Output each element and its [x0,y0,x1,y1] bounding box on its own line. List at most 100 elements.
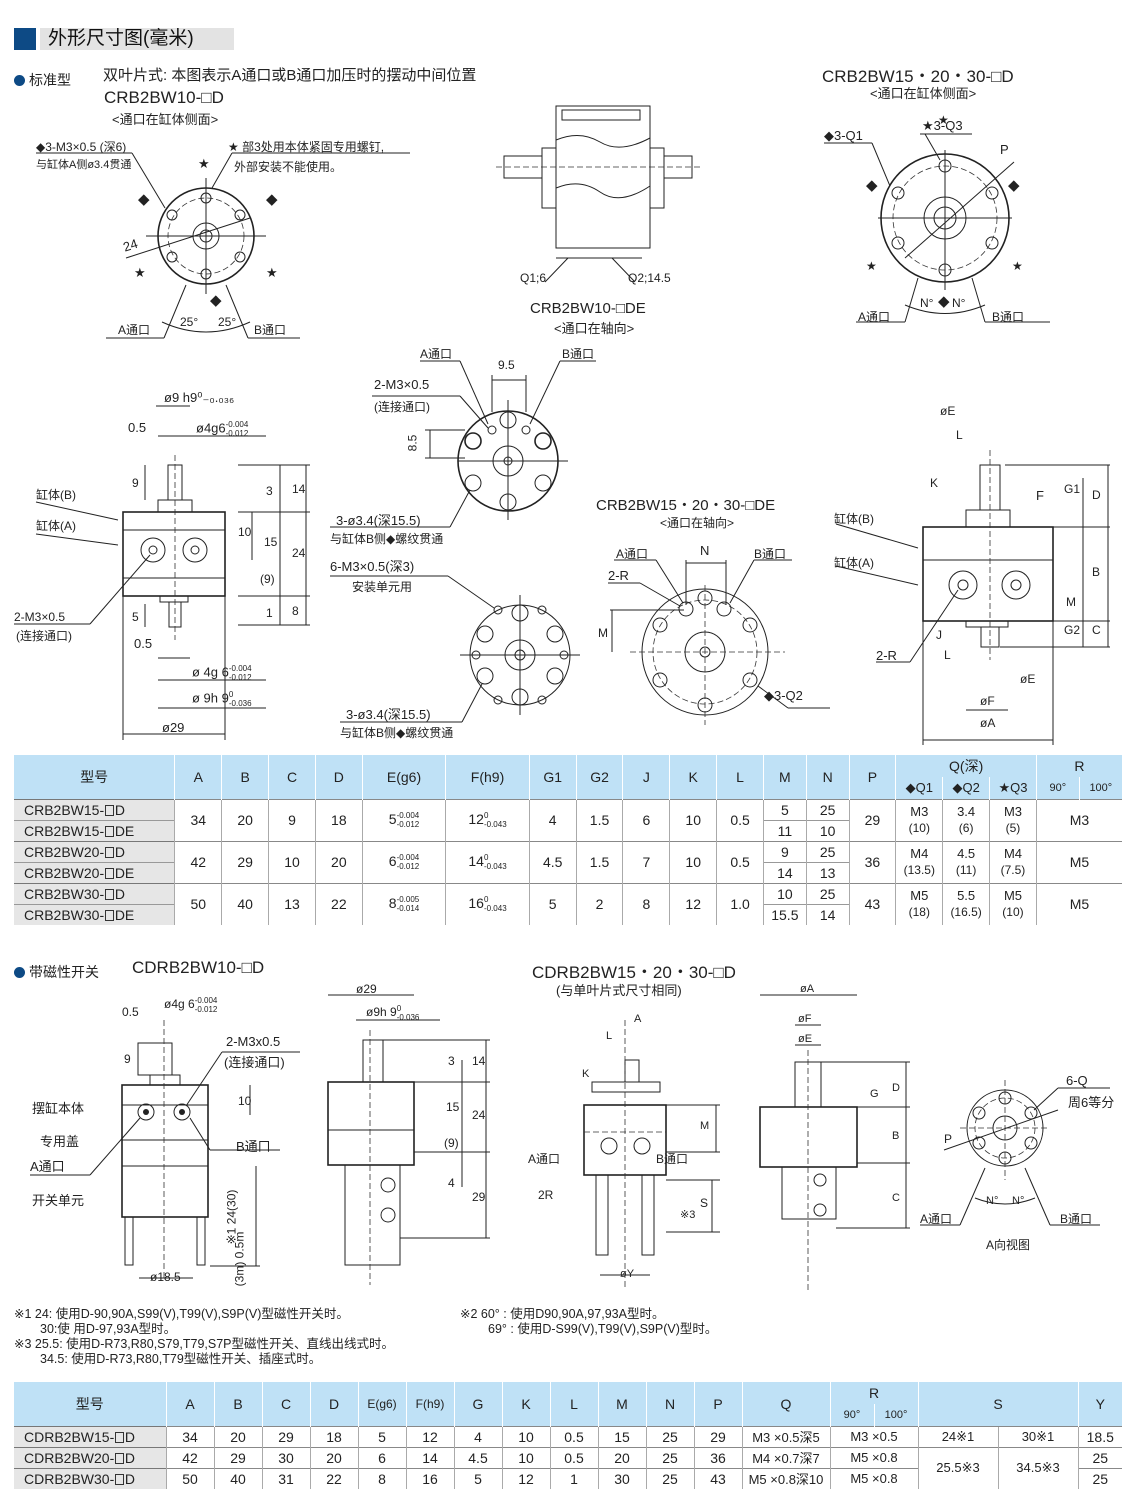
dim-k: K [582,1068,590,1080]
dim-l2: L [944,648,951,662]
cell-q1-size: M4 [910,846,929,861]
col-model: 型号 [14,755,175,799]
cell-g1: 4 [528,798,577,841]
tol-lower: -0.012 [228,673,252,682]
cell-g1: 5 [528,882,577,925]
cell-k: 12 [501,1467,550,1489]
col-r90: 90° [1035,777,1080,799]
dim-a: A [634,1013,642,1025]
placeholder-box-icon [105,846,114,858]
cell-q3-depth: (5) [1005,821,1021,835]
dim-15: 15 [446,1100,460,1114]
cell-q2: 5.5(16.5) [942,882,990,925]
svg-text:N°: N° [952,296,966,310]
q1-label: ◆3-Q1 [824,128,863,143]
cell-q2: 4.5(11) [942,840,990,883]
mag-port-a: A通口 [30,1159,65,1174]
cell-q2-depth: (6) [958,821,974,835]
m10de-title: CRB2BW10-□DE [530,300,646,317]
col-f: F(h9) [445,755,530,799]
svg-text:25°: 25° [218,315,236,329]
mag-port-2: (连接通口) [224,1055,285,1070]
dim-b05: 0.5 [134,636,153,651]
cell-c: 13 [268,882,316,925]
cell-g: 4.5 [453,1446,502,1468]
model-cell: CRB2BW30-DE [14,903,175,925]
mag-15-front [583,1020,720,1290]
dim-b9h-text: ø 9h 9 [192,690,229,706]
cell-l: 0.5 [549,1425,598,1447]
dim-d: D [1092,488,1101,502]
dim-24: 24 [292,546,306,560]
cell-y: 25 [1077,1467,1122,1489]
cell-g1: 4.5 [528,840,577,883]
tol-upper: -0.004 [396,811,420,821]
cell-a: 50 [165,1467,214,1489]
tol-upper: -0.005 [396,895,420,905]
bullet-icon [14,966,25,978]
view-label: A向视图 [986,1238,1031,1252]
tol-upper: -0.004 [225,420,249,429]
dim-1: 1 [266,606,273,620]
cell-e: 8 [357,1467,406,1489]
cell-c: 31 [261,1467,310,1489]
m10de-subtitle: <通口在轴向> [554,321,635,336]
footnotes-2: ※2 60° : 使用D90,90A,97,93A型时。 69° : 使用D-S… [460,1307,717,1337]
label-2r: 2R [538,1188,554,1202]
cell-d: 20 [314,840,363,883]
cell-n: 25 [645,1467,694,1489]
bullet-icon [14,74,25,86]
svg-text:24: 24 [121,236,139,255]
cell-s1: 24※1 [917,1425,998,1447]
m15de-subtitle: <通口在轴向> [660,516,735,530]
cell-b: 29 [213,1446,262,1468]
cell-y: 18.5 [1077,1425,1122,1447]
svg-text:★: ★ [266,265,278,280]
tol-upper: 0 [483,853,489,863]
cell-g: 4 [453,1425,502,1447]
dim-d4g-text: ø4g 6 [164,997,195,1012]
mag15-subtitle: (与单叶片式尺寸相同) [556,983,682,998]
tol-lower: -0.012 [225,429,249,438]
cell-q2-size: 3.4 [957,804,976,819]
cell-n: 25 [805,840,850,862]
cell-m: 20 [597,1446,646,1468]
q2-label: ◆3-Q2 [764,688,803,703]
cell-m: 15 [597,1425,646,1447]
mount-label-b: 安装单元用 [352,580,413,594]
cell-q3: M3(5) [989,798,1037,841]
port-label-2: (连接通口) [16,629,72,643]
dim-e2: øE [1020,672,1036,686]
placeholder-box-icon [115,1431,124,1443]
dim-l: L [956,428,963,442]
header-square-icon [14,28,36,50]
cell-l: 0.5 [549,1446,598,1468]
col-e: E(g6) [357,1382,406,1426]
hole-1b: 与缸体B侧◆螺纹贯通 [330,532,444,546]
cell-p: 29 [693,1425,742,1447]
m15de-title: CRB2BW15・20・30-□DE [596,497,776,514]
col-g1: G1 [528,755,577,799]
cell-f: 12 [405,1425,454,1447]
dim-3: 3 [266,484,273,498]
dim-05: 0.5 [122,1005,139,1019]
cell-e: 6-0.004-0.012 [361,840,446,883]
model-cell: CRB2BW15-DE [14,819,175,841]
dim-d9: ø9 h9⁰₋₀.₀₃₆ [164,390,235,405]
mag-port-b: B通口 [236,1139,271,1154]
port-a-label: A通口 [858,310,891,324]
col-q3: ★Q3 [989,777,1037,799]
mount-label: 6-M3×0.5(深3) [330,559,415,574]
dim-b4g-text: ø 4g 6 [192,664,229,680]
cell-q3-depth: (7.5) [1000,863,1026,877]
dim-85: 8.5 [405,434,420,452]
col-r100: 100° [1078,777,1122,799]
col-b: B [221,755,269,799]
